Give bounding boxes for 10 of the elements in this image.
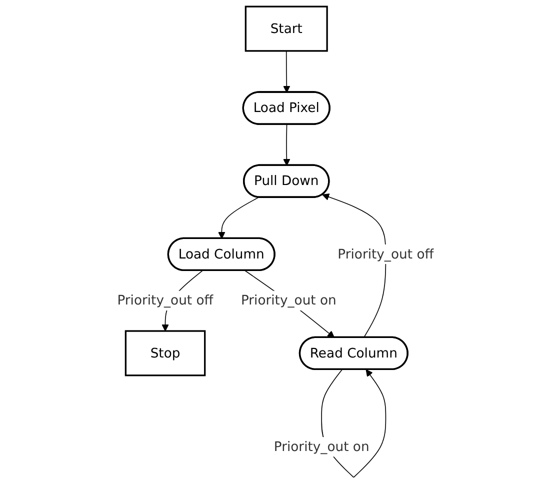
arrow — [283, 50, 290, 93]
node-box: Start — [244, 6, 328, 52]
arrow — [283, 124, 290, 166]
edge-label: Priority_out off — [117, 292, 214, 308]
edge-label: Priority_out on — [274, 438, 370, 454]
arrow — [322, 193, 386, 338]
arrow — [218, 197, 259, 239]
node-box: Stop — [124, 330, 206, 376]
edge-label: Priority_out on — [240, 292, 336, 308]
edge-label: Priority_out off — [338, 246, 434, 262]
